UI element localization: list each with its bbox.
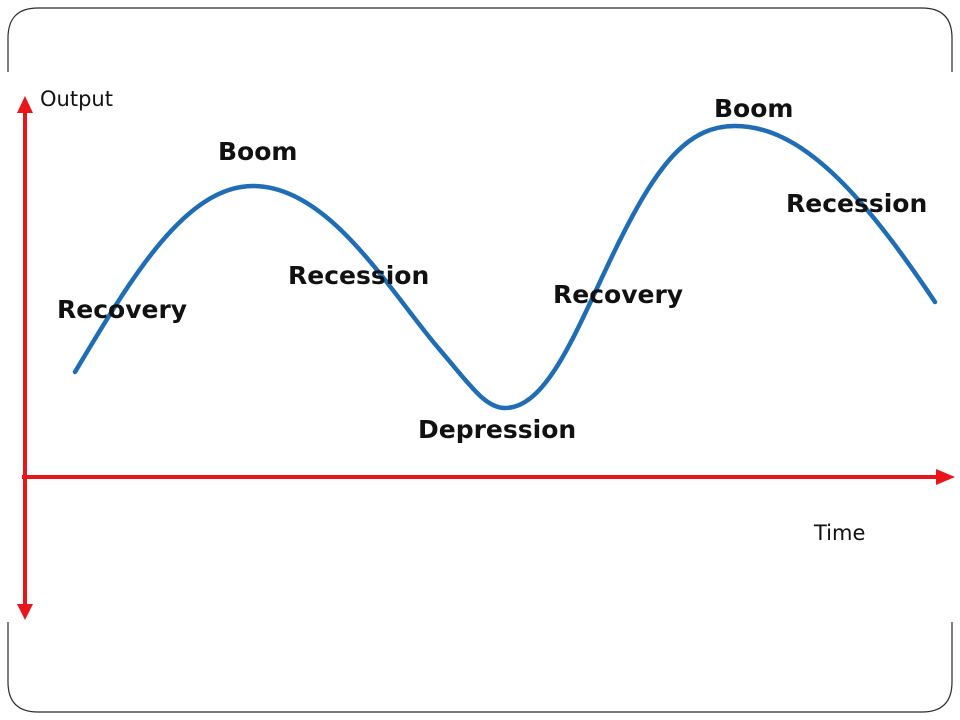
phase-label-boom-1: Boom (218, 137, 297, 166)
phase-label-recession-2: Recession (786, 189, 927, 218)
frame-top-border (7, 7, 953, 72)
x-axis-arrow-right-icon (936, 469, 955, 485)
phase-label-recovery-2: Recovery (553, 280, 683, 309)
phase-label-recovery-1: Recovery (57, 295, 187, 324)
frame-bottom-border (7, 622, 953, 713)
y-axis-label: Output (40, 87, 113, 111)
y-axis-arrow-top-icon (17, 96, 33, 113)
phase-label-boom-2: Boom (714, 94, 793, 123)
business-cycle-curve (72, 123, 938, 411)
x-axis-label: Time (813, 521, 865, 545)
phase-label-recession-1: Recession (288, 261, 429, 290)
y-axis-arrow-bottom-icon (17, 604, 33, 620)
phase-label-depression: Depression (418, 415, 576, 444)
